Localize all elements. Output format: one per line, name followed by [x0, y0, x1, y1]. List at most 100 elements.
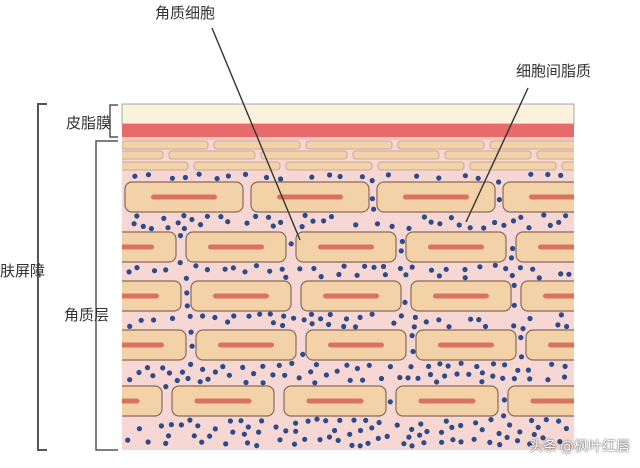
cell-nucleus: [318, 244, 374, 250]
flattened-cell: [305, 140, 393, 150]
lipid-dot: [443, 418, 449, 424]
lipid-dot: [458, 360, 464, 366]
watermark: 头条 @枫叶红唇: [529, 436, 630, 456]
lipid-dot: [265, 214, 272, 220]
flattened-cell: [444, 150, 532, 160]
lipid-dot: [197, 379, 203, 385]
lipid-dot: [500, 375, 506, 381]
lipid-dot: [492, 219, 498, 226]
lipid-dot: [501, 413, 507, 419]
lipid-dot: [411, 324, 417, 330]
lipid-dot: [366, 362, 372, 368]
lipid-dot: [482, 323, 489, 330]
lipid-dot: [473, 420, 479, 426]
lipid-dot: [341, 263, 347, 269]
lipid-dot: [563, 425, 570, 432]
lipid-dot: [518, 354, 525, 360]
lipid-dot: [207, 433, 213, 439]
lipid-dot: [245, 424, 251, 430]
cell-nucleus: [150, 194, 218, 200]
lipid-dot: [312, 380, 318, 386]
lipid-dot: [423, 319, 429, 325]
lipid-dot: [168, 422, 174, 428]
lipid-dot: [421, 214, 427, 220]
lipid-dot: [251, 371, 257, 377]
flattened-cell-strip: [122, 140, 574, 171]
cell-nucleus: [543, 293, 574, 299]
lipid-dot: [318, 316, 324, 322]
lipid-dot: [212, 314, 218, 321]
lipid-dot: [362, 263, 368, 269]
lipid-dot: [357, 314, 363, 320]
cell-nucleus: [122, 398, 140, 404]
lipid-dot: [556, 418, 562, 424]
lipid-dot: [446, 324, 452, 330]
flattened-cell: [397, 140, 485, 150]
lipid-dot: [357, 427, 364, 434]
lipid-dot: [150, 373, 156, 379]
lipid-dot: [510, 218, 517, 224]
lipid-dot: [462, 173, 468, 179]
lipid-dot: [504, 434, 510, 440]
lipid-dot: [225, 319, 231, 325]
lipid-dot: [563, 213, 569, 219]
lipid-dot: [369, 196, 375, 202]
corneocyte-cell: [520, 280, 574, 312]
lipid-dot: [351, 417, 357, 423]
lipid-dot: [299, 224, 305, 230]
lipid-dot: [163, 384, 169, 390]
cell-nucleus: [433, 293, 489, 299]
lipid-dot: [165, 433, 172, 439]
lipid-dot: [526, 225, 532, 231]
lipid-dot: [256, 429, 262, 435]
lipid-dot: [391, 320, 397, 326]
lipid-dot: [126, 269, 132, 275]
lipid-dot: [558, 271, 564, 277]
corneocyte-cell: [185, 231, 287, 263]
lipid-dot: [144, 365, 151, 371]
lipid-dot: [308, 311, 315, 317]
lipid-dot: [288, 241, 294, 247]
lipid-dot: [415, 375, 421, 381]
cell-nucleus: [208, 244, 264, 250]
corneocyte-cells: [122, 181, 574, 417]
lipid-dot: [376, 419, 382, 426]
lipid-dot: [277, 437, 283, 443]
lipid-dot: [300, 351, 306, 357]
lipid-dot: [384, 433, 390, 439]
lipid-dot: [496, 197, 502, 203]
lipid-dot: [428, 267, 435, 273]
lipid-dot: [354, 365, 360, 372]
lipid-dot: [509, 245, 516, 252]
lipid-dot: [387, 399, 393, 405]
intercellular-lipid-dots: [125, 171, 572, 449]
lipid-dot: [408, 364, 414, 370]
lipid-dot: [409, 333, 415, 339]
lipid-dot: [263, 174, 270, 181]
lipid-dot: [448, 215, 454, 221]
lipid-dot: [163, 440, 169, 446]
skin-barrier-label: 肤屏障: [0, 262, 46, 280]
corneocyte-cell: [122, 231, 177, 263]
lipid-dot: [525, 367, 532, 373]
lipid-dot: [454, 371, 460, 377]
lipid-dot: [179, 369, 186, 375]
lipid-dot: [134, 265, 140, 271]
corneocyte-cell: [250, 181, 370, 213]
flattened-cell: [469, 161, 557, 171]
layer-divider: [122, 137, 574, 140]
sebum-film-bracket: [109, 104, 118, 138]
lipid-dot: [466, 371, 472, 377]
lipid-dot: [558, 172, 564, 178]
lipid-dot: [332, 427, 338, 434]
lipid-dot: [260, 380, 266, 386]
lipid-dot: [405, 375, 411, 381]
lipid-dot: [254, 443, 260, 449]
lipid-dot: [281, 313, 287, 319]
lipid-dot: [314, 416, 320, 422]
lipid-dot: [424, 428, 430, 435]
lipid-dot: [193, 263, 199, 269]
lipid-dot: [371, 206, 377, 212]
